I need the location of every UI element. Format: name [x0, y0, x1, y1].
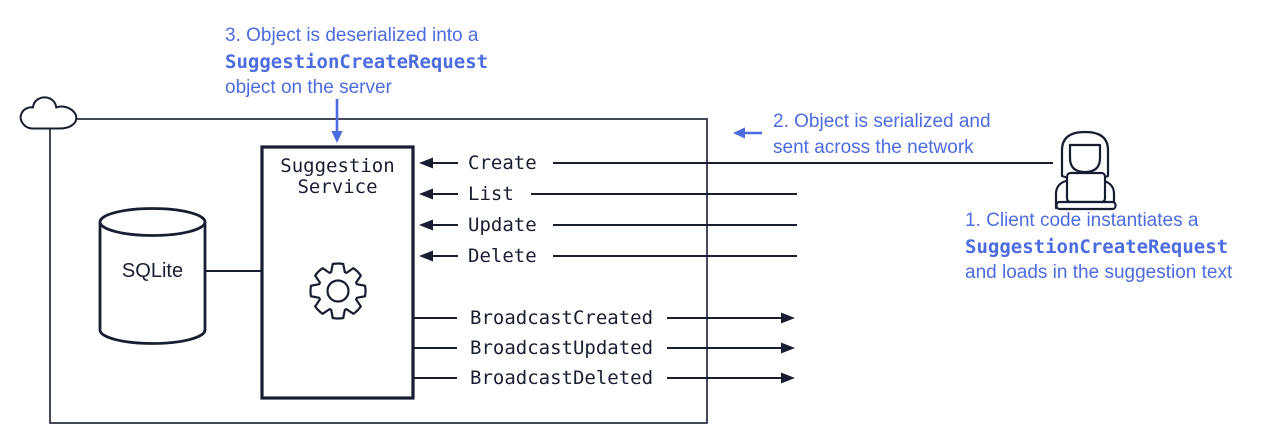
- annotation-step1-line1: 1. Client code instantiates a: [965, 210, 1199, 231]
- event-label-broadcast-deleted: BroadcastDeleted: [470, 367, 654, 389]
- service-label-line2: Service: [297, 176, 378, 198]
- annotation-step2-line1: 2. Object is serialized and: [773, 111, 991, 132]
- call-label-list: List: [468, 183, 514, 205]
- call-label-create: Create: [468, 152, 537, 174]
- outbound-arrow-broadcast-created: [413, 312, 795, 324]
- annotation-step3: 3. Object is deserialized into a Suggest…: [225, 23, 488, 101]
- cloud-icon: [19, 96, 78, 130]
- service-label-line1: Suggestion: [280, 155, 395, 177]
- call-label-update: Update: [468, 214, 537, 236]
- gear-icon: [309, 262, 367, 320]
- woman-at-laptop-icon: [1054, 130, 1117, 211]
- outbound-arrow-broadcast-updated: [413, 342, 795, 354]
- annotation-step1-code: SuggestionCreateRequest: [965, 236, 1229, 258]
- inbound-arrow-create: [419, 157, 1053, 169]
- annotation-step3-line3: object on the server: [225, 77, 392, 98]
- annotation-step2: 2. Object is serialized and sent across …: [773, 109, 991, 161]
- annotation-step3-code: SuggestionCreateRequest: [225, 51, 489, 73]
- annotation-step1: 1. Client code instantiates a Suggestion…: [965, 208, 1232, 286]
- service-label: Suggestion Service: [262, 156, 413, 198]
- inbound-arrow-update: [419, 219, 797, 231]
- annotation-step3-line1: 3. Object is deserialized into a: [225, 25, 479, 46]
- call-label-delete: Delete: [468, 245, 537, 267]
- inbound-arrow-delete: [419, 250, 797, 262]
- annotation-step1-line3: and loads in the suggestion text: [965, 262, 1233, 283]
- boundary-box: [49, 118, 708, 424]
- annotation-step2-line2: sent across the network: [773, 137, 974, 158]
- step3-arrow-icon: [331, 99, 343, 143]
- inbound-arrow-list: [419, 188, 797, 200]
- step2-arrow-icon: [733, 127, 762, 139]
- service-box: [260, 145, 415, 400]
- event-label-broadcast-created: BroadcastCreated: [470, 307, 654, 329]
- database-label: SQLite: [121, 260, 184, 282]
- outbound-arrow-broadcast-deleted: [413, 372, 795, 384]
- event-label-broadcast-updated: BroadcastUpdated: [470, 337, 654, 359]
- database-cylinder: [98, 207, 207, 345]
